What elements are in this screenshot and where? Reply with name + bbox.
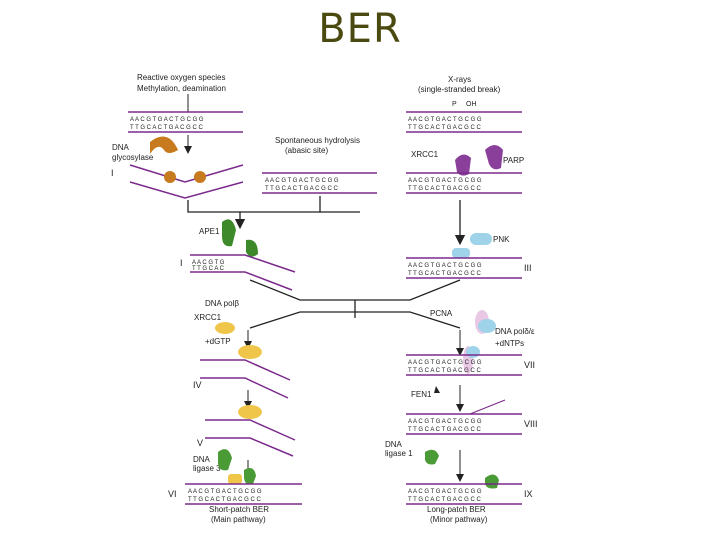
- svg-text:T T G C A C T G A C G C C: T T G C A C T G A C G C C: [408, 125, 481, 131]
- ligase1-enzyme: [425, 449, 439, 465]
- svg-text:A A C G T G A C T G C G G: A A C G T G A C T G C G G: [408, 178, 482, 184]
- dna-strand-10: A A C G T G A C T G C G G T T G C A C T …: [406, 399, 522, 435]
- glycosylase-enzyme: [150, 136, 178, 154]
- svg-text:A A C G T G A C T G C G G: A A C G T G A C T G C G G: [408, 489, 482, 495]
- ligase3-enzyme: [218, 449, 232, 471]
- page-title: BER: [318, 6, 402, 52]
- xrcc1-top-enzyme: [455, 154, 471, 176]
- pol-de-label: DNA polδ/ε: [495, 327, 535, 336]
- pnk-label: PNK: [493, 235, 510, 244]
- polb-on-dna: [238, 345, 262, 359]
- svg-text:A A C G T G A C T G C G G: A A C G T G A C T G C G G: [408, 263, 482, 269]
- svg-text:T T G C A C T G A C G C C: T T G C A C T G A C G C C: [408, 427, 481, 433]
- svg-text:T T G C A C: T T G C A C: [192, 266, 225, 272]
- svg-text:T T G C A C T G A C G C C: T T G C A C T G A C G C C: [408, 186, 481, 192]
- main-pathway-label: (Main pathway): [211, 515, 266, 524]
- svg-text:T T G C A C T G A C G C C: T T G C A C T G A C G C C: [408, 271, 481, 277]
- branch-top: [249, 279, 461, 301]
- step-iv: IV: [193, 380, 202, 390]
- step-iii: III: [524, 263, 532, 273]
- step-vi: VI: [168, 489, 177, 499]
- short-patch-label: Short-patch BER: [209, 505, 269, 514]
- dgtp-label: +dGTP: [205, 337, 231, 346]
- svg-text:A A C G T G A C T G C G G: A A C G T G A C T G C G G: [188, 489, 262, 495]
- glycosylase-label-1: DNA: [112, 143, 130, 152]
- dna-strand-final-left: A A C G T G A C T G C G G T T G C A C T …: [185, 483, 302, 505]
- dna-strand-1: A A C G T G A C T G C G G T T G C A C T …: [128, 111, 243, 133]
- dna-strand-2: A A C G T G A C T G C G G T T G C A C T …: [262, 172, 377, 194]
- step-viii: VIII: [524, 419, 538, 429]
- dna-strand-1b: [129, 164, 244, 199]
- fen1-scissors: [434, 386, 440, 393]
- dna-strand-3: A A C G T G A C T G C G G T T G C A C T …: [406, 111, 522, 133]
- polb-on-dna-2: [238, 405, 262, 419]
- step-ii-left: I: [180, 258, 183, 268]
- ligase1-label-1: DNA: [385, 440, 403, 449]
- ligase3-label-1: DNA: [193, 455, 211, 464]
- pcna-label: PCNA: [430, 309, 453, 318]
- parp-enzyme: [485, 145, 503, 170]
- long-patch-label: Long-patch BER: [427, 505, 486, 514]
- ligase3-label-2: ligase 3: [193, 464, 221, 473]
- xrcc1-mid-label: XRCC1: [194, 313, 222, 322]
- svg-text:A A C G T G A C T G C G G: A A C G T G A C T G C G G: [408, 117, 482, 123]
- minor-pathway-label: (Minor pathway): [430, 515, 488, 524]
- dna-strand-7: [200, 359, 291, 399]
- parp-label: PARP: [503, 156, 524, 165]
- branch-bottom: [249, 311, 461, 329]
- svg-text:T T G C A C T G A C G C C: T T G C A C T G A C G C C: [265, 186, 338, 192]
- svg-text:T T G C A C T G A C G C C: T T G C A C T G A C G C C: [130, 125, 203, 131]
- ape1-enzyme-1: [222, 219, 236, 247]
- polb-enzyme: [215, 322, 235, 334]
- svg-text:T T G C A C T G A C G C C: T T G C A C T G A C G C C: [188, 497, 261, 503]
- spont-label-2: (abasic site): [285, 146, 328, 155]
- ros-label: Reactive oxygen species: [137, 73, 226, 82]
- svg-text:A A C G T G A C T G C G G: A A C G T G A C T G C G G: [265, 178, 339, 184]
- svg-text:T T G C A C T G A C G C C: T T G C A C T G A C G C C: [408, 497, 481, 503]
- dna-strand-4: A A C G T G A C T G C G G T T G C A C T …: [406, 172, 522, 194]
- svg-text:A A C G T G A C T G C G G: A A C G T G A C T G C G G: [408, 360, 482, 366]
- ape1-label: APE1: [199, 227, 220, 236]
- ape1-enzyme-2: [246, 239, 258, 257]
- dna-strand-final-right: A A C G T G A C T G C G G T T G C A C T …: [406, 483, 522, 505]
- step-ix: IX: [524, 489, 533, 499]
- p-label: P: [452, 101, 457, 108]
- dna-strand-8: [205, 419, 296, 457]
- pnk-enzyme: [470, 233, 492, 245]
- xrays-label: X-rays: [448, 75, 471, 84]
- svg-text:A A C G T G A C T G C G G: A A C G T G A C T G C G G: [130, 117, 204, 123]
- dna-strand-6: A A C G T G A C T G C G G T T G C A C T …: [406, 257, 522, 279]
- step-i: I: [111, 168, 114, 178]
- ssb-label: (single-stranded break): [418, 85, 501, 94]
- step-vii: VII: [524, 360, 535, 370]
- converge-left: [187, 200, 360, 213]
- dna-strand-5: A A C G T G T T G C A C: [190, 254, 296, 291]
- oh-label: OH: [466, 101, 477, 108]
- pnk-enzyme-2: [452, 248, 470, 258]
- fen1-label: FEN1: [411, 390, 432, 399]
- svg-text:A A C G T G: A A C G T G: [192, 260, 225, 266]
- step-v: V: [197, 438, 203, 448]
- svg-text:T T G C A C T G A C G C C: T T G C A C T G A C G C C: [408, 368, 481, 374]
- xrcc1-top-label: XRCC1: [411, 150, 439, 159]
- dntps-label: +dNTPs: [495, 339, 524, 348]
- ligase1-label-2: ligase 1: [385, 449, 413, 458]
- methylation-label: Methylation, deamination: [137, 84, 226, 93]
- svg-text:A A C G T G A C T G C G G: A A C G T G A C T G C G G: [408, 419, 482, 425]
- dna-strand-9: A A C G T G A C T G C G G T T G C A C T …: [406, 354, 522, 376]
- polb-label: DNA polβ: [205, 299, 239, 308]
- glycosylase-label-2: glycosylase: [112, 153, 154, 162]
- spont-label-1: Spontaneous hydrolysis: [275, 136, 360, 145]
